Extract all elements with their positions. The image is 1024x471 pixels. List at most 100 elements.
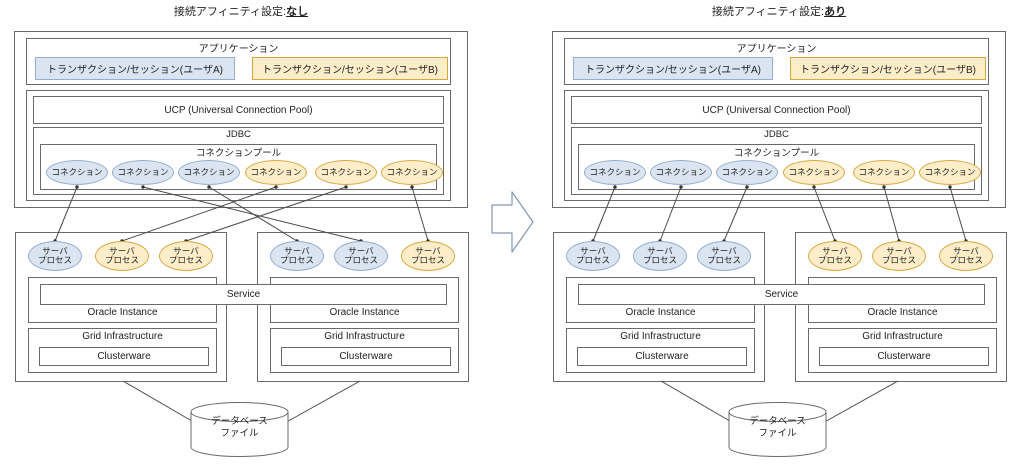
node1-clusterware-box: Clusterware xyxy=(39,347,209,366)
connection-pool-label: コネクションプール xyxy=(195,148,282,159)
connection-label: コネクション xyxy=(589,166,641,177)
server-process-ellipse: サーバプロセス xyxy=(401,241,455,271)
database-file-line1: データベース xyxy=(211,416,268,427)
database-file-label: データベース ファイル xyxy=(729,416,826,440)
connection-ellipse: コネクション xyxy=(584,160,646,185)
node1-instance-label: Oracle Instance xyxy=(87,307,158,318)
server-process-label: プロセス xyxy=(817,255,852,265)
service-box: Service xyxy=(578,284,985,305)
transaction-user-b-label: トランザクション/セッション(ユーザB) xyxy=(262,65,438,76)
server-process-label: サーバ xyxy=(415,245,441,256)
connection-ellipse: コネクション xyxy=(783,160,845,185)
connection-ellipse: コネクション xyxy=(315,160,377,185)
server-process-ellipse: サーバプロセス xyxy=(270,241,324,271)
node1-grid-label: Grid Infrastructure xyxy=(82,331,163,342)
transaction-user-a-box: トランザクション/セッション(ユーザA) xyxy=(35,57,235,80)
transaction-user-a-label: トランザクション/セッション(ユーザA) xyxy=(47,65,223,76)
jdbc-label: JDBC xyxy=(226,129,251,140)
server-process-label: サーバ xyxy=(109,245,135,256)
title-setting: あり xyxy=(824,6,847,18)
connection-pool-label: コネクションプール xyxy=(733,148,820,159)
node2-clusterware-label: Clusterware xyxy=(339,351,393,362)
connection-ellipse: コネクション xyxy=(178,160,240,185)
connection-label: コネクション xyxy=(655,166,707,177)
node2-grid-label: Grid Infrastructure xyxy=(862,331,943,342)
server-process-label: サーバ xyxy=(284,245,310,256)
diagram-affinity-off: 接続アフィニティ設定:なし アプリケーション トランザクション/セッション(ユー… xyxy=(0,0,486,471)
service-label: Service xyxy=(226,289,261,300)
ucp-box: UCP (Universal Connection Pool) xyxy=(571,96,982,124)
node1-instance-label: Oracle Instance xyxy=(625,307,696,318)
transaction-user-b-box: トランザクション/セッション(ユーザB) xyxy=(252,57,448,80)
node1-clusterware-label: Clusterware xyxy=(635,351,689,362)
jdbc-label: JDBC xyxy=(764,129,789,140)
server-process-ellipse: サーバプロセス xyxy=(334,241,388,271)
server-process-label: プロセス xyxy=(168,255,203,265)
connection-label: コネクション xyxy=(858,166,910,177)
server-process-label: サーバ xyxy=(580,245,606,256)
transaction-user-a-label: トランザクション/セッション(ユーザA) xyxy=(585,65,761,76)
server-process-label: サーバ xyxy=(886,245,912,256)
connection-label: コネクション xyxy=(51,166,103,177)
connection-ellipse: コネクション xyxy=(716,160,778,185)
node1-grid-label: Grid Infrastructure xyxy=(620,331,701,342)
connection-label: コネクション xyxy=(788,166,840,177)
server-process-label: プロセス xyxy=(948,255,983,265)
transaction-user-a-box: トランザクション/セッション(ユーザA) xyxy=(573,57,773,80)
server-process-label: サーバ xyxy=(42,245,68,256)
server-process-ellipse: サーバプロセス xyxy=(808,241,862,271)
transaction-user-b-box: トランザクション/セッション(ユーザB) xyxy=(790,57,986,80)
server-process-ellipse: サーバプロセス xyxy=(28,241,82,271)
server-process-label: プロセス xyxy=(575,255,610,265)
transaction-user-b-label: トランザクション/セッション(ユーザB) xyxy=(800,65,976,76)
server-process-label: サーバ xyxy=(711,245,737,256)
connection-label: コネクション xyxy=(721,166,773,177)
server-process-label: プロセス xyxy=(410,255,445,265)
connection-label: コネクション xyxy=(924,166,976,177)
server-process-ellipse: サーバプロセス xyxy=(95,241,149,271)
server-process-label: サーバ xyxy=(647,245,673,256)
server-process-label: プロセス xyxy=(706,255,741,265)
connection-label: コネクション xyxy=(183,166,235,177)
database-file-line1: データベース xyxy=(749,416,806,427)
application-label: アプリケーション xyxy=(198,44,279,55)
node1-clusterware-label: Clusterware xyxy=(97,351,151,362)
connection-ellipse: コネクション xyxy=(381,160,443,185)
connection-ellipse: コネクション xyxy=(919,160,981,185)
connection-ellipse: コネクション xyxy=(245,160,307,185)
server-process-ellipse: サーバプロセス xyxy=(159,241,213,271)
transition-arrow-icon xyxy=(491,191,534,253)
connection-label: コネクション xyxy=(320,166,372,177)
service-box: Service xyxy=(40,284,447,305)
ucp-label: UCP (Universal Connection Pool) xyxy=(702,104,851,116)
server-process-ellipse: サーバプロセス xyxy=(566,241,620,271)
database-file-line2: ファイル xyxy=(758,428,797,439)
server-process-label: サーバ xyxy=(348,245,374,256)
diagram-affinity-on: 接続アフィニティ設定:あり アプリケーション トランザクション/セッション(ユー… xyxy=(538,0,1024,471)
server-process-ellipse: サーバプロセス xyxy=(633,241,687,271)
server-process-ellipse: サーバプロセス xyxy=(697,241,751,271)
server-process-label: プロセス xyxy=(104,255,139,265)
connection-ellipse: コネクション xyxy=(46,160,108,185)
title-prefix: 接続アフィニティ設定: xyxy=(173,6,287,18)
server-process-label: プロセス xyxy=(343,255,378,265)
service-label: Service xyxy=(764,289,799,300)
application-label: アプリケーション xyxy=(736,44,817,55)
server-process-label: プロセス xyxy=(881,255,916,265)
server-process-label: サーバ xyxy=(953,245,979,256)
title-prefix: 接続アフィニティ設定: xyxy=(711,6,825,18)
node2-clusterware-box: Clusterware xyxy=(819,347,989,366)
server-process-label: プロセス xyxy=(37,255,72,265)
node2-clusterware-box: Clusterware xyxy=(281,347,451,366)
node2-instance-label: Oracle Instance xyxy=(867,307,938,318)
connection-label: コネクション xyxy=(117,166,169,177)
server-process-label: サーバ xyxy=(173,245,199,256)
ucp-box: UCP (Universal Connection Pool) xyxy=(33,96,444,124)
node2-instance-label: Oracle Instance xyxy=(329,307,400,318)
connection-label: コネクション xyxy=(250,166,302,177)
diagram-title: 接続アフィニティ設定:あり xyxy=(552,3,1006,19)
connection-label: コネクション xyxy=(386,166,438,177)
title-setting: なし xyxy=(286,6,309,18)
database-file-line2: ファイル xyxy=(220,428,259,439)
